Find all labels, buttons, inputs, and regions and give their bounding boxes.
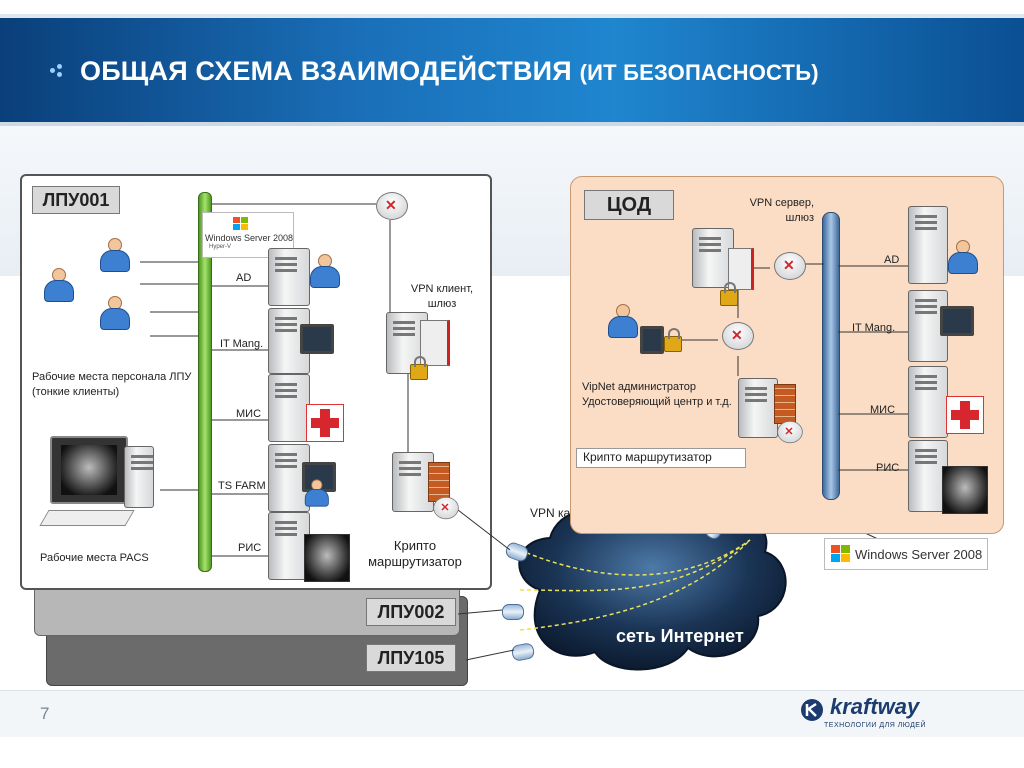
crypto-router-label: Крипто маршрутизатор	[360, 538, 470, 570]
cod-server-mis	[908, 366, 948, 438]
kraftway-logo-tagline: ТЕХНОЛОГИИ ДЛЯ ЛЮДЕЙ	[824, 722, 927, 729]
vpn-client-text: VPN клиент, шлюз	[410, 283, 474, 310]
slide-title-suffix: (ИТ БЕЗОПАСНОСТЬ)	[579, 60, 819, 85]
cod-medical-cross-icon	[946, 396, 984, 434]
vipnet-caption: VipNet администратор Удостоверяющий цент…	[582, 380, 732, 410]
server-ris	[268, 512, 310, 580]
medical-cross-icon	[306, 404, 344, 442]
vpn-server-text: VPN сервер, шлюз	[749, 197, 814, 224]
pacs-xray-icon	[60, 444, 118, 496]
header-bottom-line	[0, 122, 1024, 126]
cod-windows-server-badge: Windows Server 2008	[824, 538, 988, 570]
server-it-mang-label: IT Mang.	[220, 338, 264, 350]
staff-caption-text: Рабочие места персонала ЛПУ (тонкие клие…	[32, 371, 192, 398]
cod-crypto-server	[738, 378, 778, 438]
crypto-router-text: Крипто маршрутизатор	[368, 538, 462, 569]
lpu-edge-router-icon	[376, 192, 408, 220]
lpu002-label: ЛПУ002	[366, 598, 456, 626]
vpn-client-lock-icon	[410, 356, 428, 380]
cod-server-mis-label: МИС	[870, 404, 896, 416]
slide-title: ОБЩАЯ СХЕМА ВЗАИМОДЕЙСТВИЯ (ИТ БЕЗОПАСНО…	[80, 56, 819, 87]
slide-header	[0, 18, 1024, 122]
vipnet-caption-text: VipNet администратор Удостоверяющий цент…	[582, 381, 732, 408]
windows-badge-text: Windows Server 2008	[205, 233, 294, 243]
xray-image-icon	[304, 534, 350, 582]
it-mang-monitor-icon	[300, 324, 334, 354]
cod-server-ris	[908, 440, 948, 512]
vipnet-monitor-icon	[640, 326, 664, 354]
lpu001-label: ЛПУ001	[32, 186, 120, 214]
internet-label: сеть Интернет	[616, 626, 744, 646]
lpu001-network-bus	[198, 192, 212, 572]
cod-label: ЦОД	[584, 190, 674, 220]
server-mis-label: МИС	[236, 408, 262, 420]
title-bullet-icon	[50, 64, 64, 78]
vpn-pipe-lpu002	[502, 604, 524, 620]
cod-server-ad	[908, 206, 948, 284]
cod-network-bus	[822, 212, 840, 500]
server-ad-label: AD	[236, 272, 252, 284]
server-ad	[268, 248, 310, 306]
vpn-client-label: VPN клиент, шлюз	[404, 282, 480, 312]
cod-it-mang-monitor-icon	[940, 306, 974, 336]
cod-crypto-router-icon	[777, 420, 803, 444]
vipnet-router-icon	[722, 322, 754, 350]
header-top-line	[0, 14, 1024, 18]
vpn-server-label: VPN сервер, шлюз	[744, 196, 814, 226]
cod-crypto-router-label: Крипто маршрутизатор	[576, 448, 746, 468]
staff-person-icon-3	[96, 296, 132, 330]
pacs-tower-icon	[124, 446, 154, 508]
cod-windows-badge-text: Windows Server 2008	[855, 547, 983, 562]
staff-person-icon-1	[96, 238, 132, 272]
crypto-router-server	[392, 452, 434, 512]
page-number: 7	[40, 704, 50, 723]
vpn-server-router-icon	[774, 252, 806, 280]
windows-logo-icon	[233, 217, 248, 230]
windows-badge-subtext: Hyper-V	[209, 244, 232, 250]
vipnet-lock-icon	[664, 328, 682, 352]
cod-server-it-mang-label: IT Mang.	[852, 322, 896, 334]
vipnet-admin-person-icon	[604, 304, 640, 338]
cod-server-ris-label: РИС	[876, 462, 900, 474]
cod-server-ad-label: AD	[884, 254, 900, 266]
vpn-client-red-server	[420, 320, 450, 366]
internet-cloud	[518, 498, 787, 671]
slide-title-main: ОБЩАЯ СХЕМА ВЗАИМОДЕЙСТВИЯ	[80, 56, 572, 86]
lpu105-label: ЛПУ105	[366, 644, 456, 672]
cod-xray-image-icon	[942, 466, 988, 514]
cod-windows-logo-icon	[831, 545, 850, 562]
staff-caption: Рабочие места персонала ЛПУ (тонкие клие…	[32, 370, 192, 400]
crypto-router-icon	[433, 496, 459, 520]
server-ts-farm-label: TS FARM	[218, 480, 266, 492]
cod-firewall-icon	[774, 384, 796, 424]
pacs-caption: Рабочие места PACS	[40, 552, 149, 564]
kraftway-logo-icon	[801, 699, 823, 721]
kraftway-logo-name: kraftway	[830, 694, 920, 719]
footer-bar	[0, 690, 1024, 737]
ts-farm-person-icon	[302, 479, 331, 507]
vpn-server-lock-icon	[720, 282, 738, 306]
admin-person-icon	[306, 254, 342, 288]
cod-admin-person-icon	[944, 240, 980, 274]
cod-crypto-router-text: Крипто маршрутизатор	[583, 450, 712, 464]
staff-person-icon-2	[40, 268, 76, 302]
server-ris-label: РИС	[238, 542, 262, 554]
